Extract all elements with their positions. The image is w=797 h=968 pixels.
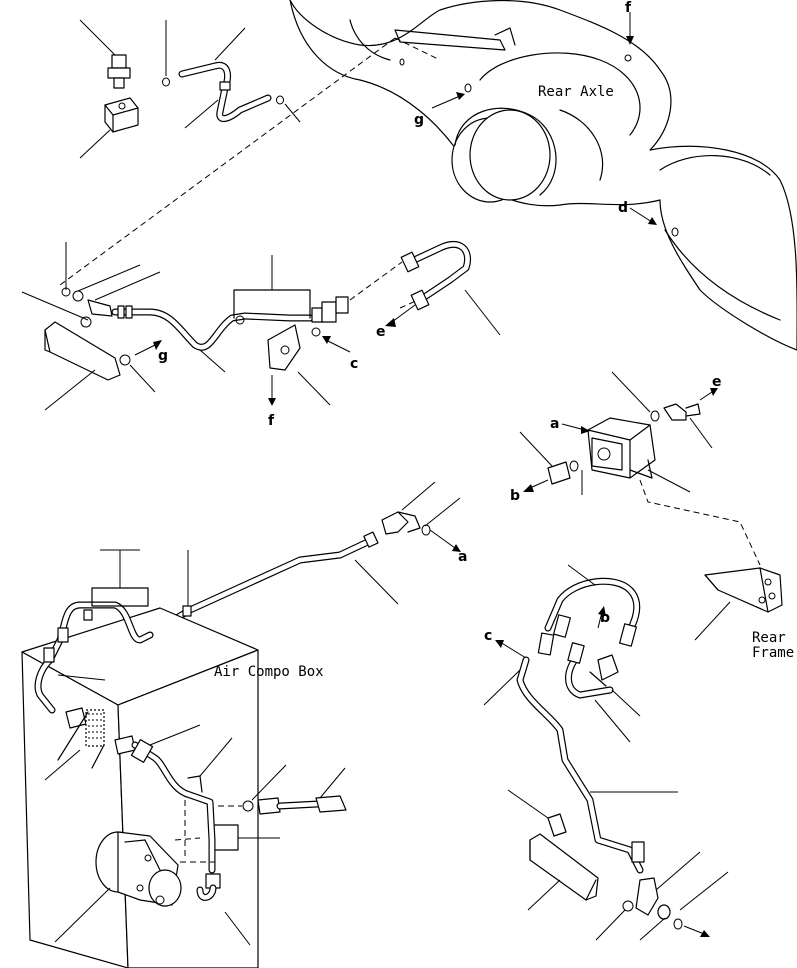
- callout-c-lower: c: [484, 628, 492, 644]
- box-right-fittings: [218, 764, 347, 815]
- top-left-parts: [79, 19, 301, 159]
- callout-f-mid: f: [268, 413, 275, 429]
- middle-pipe-assembly: c f e g: [21, 240, 501, 429]
- lower-right-piping: b c: [483, 564, 729, 941]
- rear-axle-drawing: [289, 0, 797, 351]
- callout-c-mid: c: [350, 356, 358, 372]
- air-compo-box-label: Air Compo Box: [214, 664, 324, 680]
- callout-d: d: [618, 200, 628, 216]
- rear-frame-label-2: Frame: [752, 645, 794, 661]
- rear-frame-bracket: [694, 567, 783, 641]
- long-pipe: a: [146, 481, 467, 639]
- valve-assembly: a e b: [510, 371, 761, 566]
- air-compo-box: [21, 549, 280, 968]
- callout-b-lower: b: [600, 610, 610, 626]
- callout-g-top: g: [414, 112, 424, 128]
- rear-frame-label-1: Rear: [752, 630, 786, 646]
- callout-a-valve: a: [550, 416, 559, 432]
- callout-f-top: f: [625, 0, 632, 16]
- callout-e-mid: e: [376, 324, 386, 340]
- callout-e-valve: e: [712, 374, 722, 390]
- callout-b-valve: b: [510, 488, 520, 504]
- rear-axle-label: Rear Axle: [538, 84, 614, 100]
- callout-a-pipe: a: [458, 549, 467, 565]
- callout-g-mid: g: [158, 348, 168, 364]
